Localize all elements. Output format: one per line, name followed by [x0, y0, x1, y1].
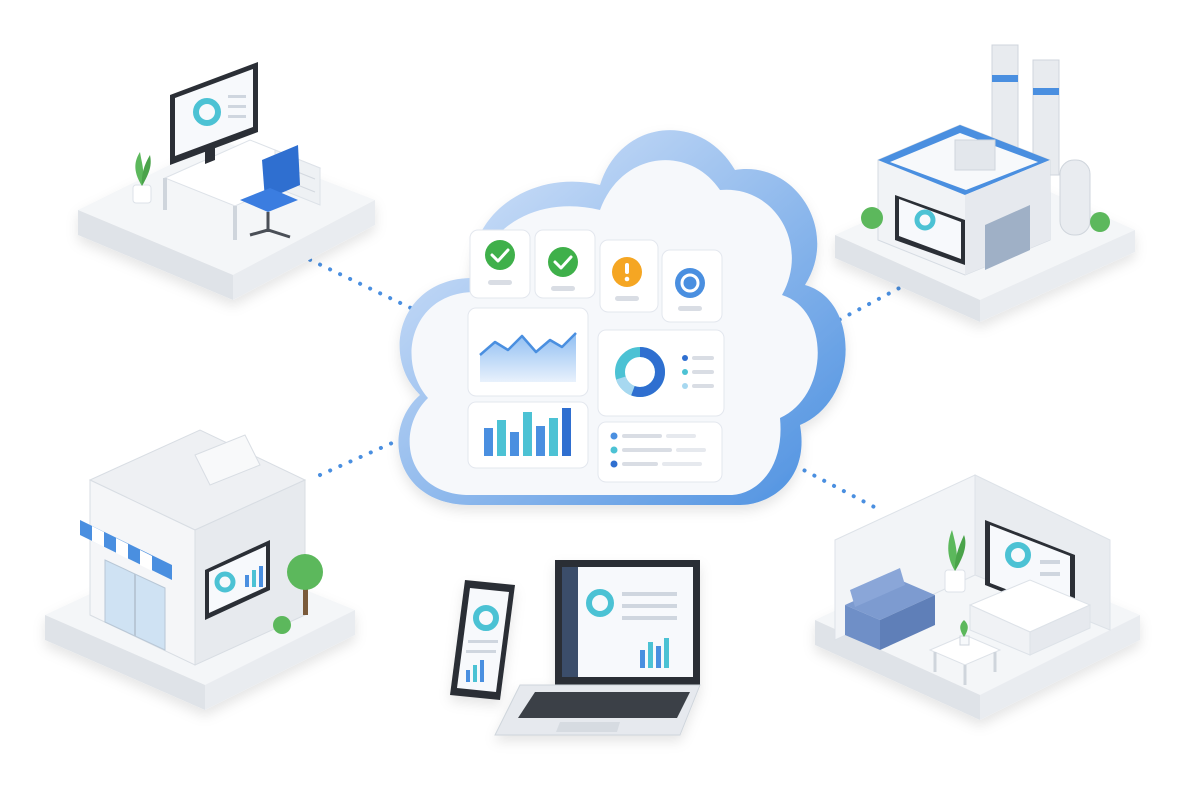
status-tile-info	[661, 249, 723, 323]
office-chair-icon	[240, 145, 300, 239]
living-room-icon	[834, 474, 1111, 685]
factory-node	[835, 44, 1135, 322]
devices-node	[450, 560, 701, 736]
monitor-icon	[170, 62, 258, 165]
check-circle-icon	[485, 240, 515, 270]
status-tile-ok-2	[534, 229, 596, 299]
status-tiles	[469, 229, 723, 323]
status-tile-ok-1	[469, 229, 531, 299]
factory-icon	[861, 44, 1110, 276]
legend-lines	[682, 355, 714, 389]
plant-icon	[132, 152, 152, 204]
tree-icon	[273, 554, 323, 634]
bar-chart-panel	[467, 401, 589, 469]
office-node	[78, 62, 375, 300]
awning	[80, 520, 172, 580]
connector-home	[773, 453, 882, 512]
phone	[450, 580, 515, 700]
list-panel	[597, 421, 723, 483]
line-chart-icon	[480, 333, 576, 382]
cloud-dashboard	[398, 130, 846, 505]
home-node	[815, 474, 1140, 720]
bar-chart-icon	[484, 408, 571, 456]
store-node	[45, 429, 355, 710]
laptop	[494, 560, 701, 736]
store-icon	[80, 429, 307, 666]
check-circle-icon	[548, 247, 578, 277]
line-chart-panel	[467, 307, 589, 397]
sofa-icon	[845, 568, 935, 650]
donut-chart-icon	[615, 347, 665, 397]
ring-circle-icon	[675, 268, 705, 298]
donut-chart-panel	[597, 329, 725, 417]
coffee-table-icon	[928, 620, 1002, 685]
laptop-phone-icon	[450, 560, 701, 736]
plant-icon	[944, 530, 966, 593]
status-tile-warning	[599, 239, 659, 313]
connector-office	[298, 253, 417, 312]
list-icon	[610, 432, 706, 468]
